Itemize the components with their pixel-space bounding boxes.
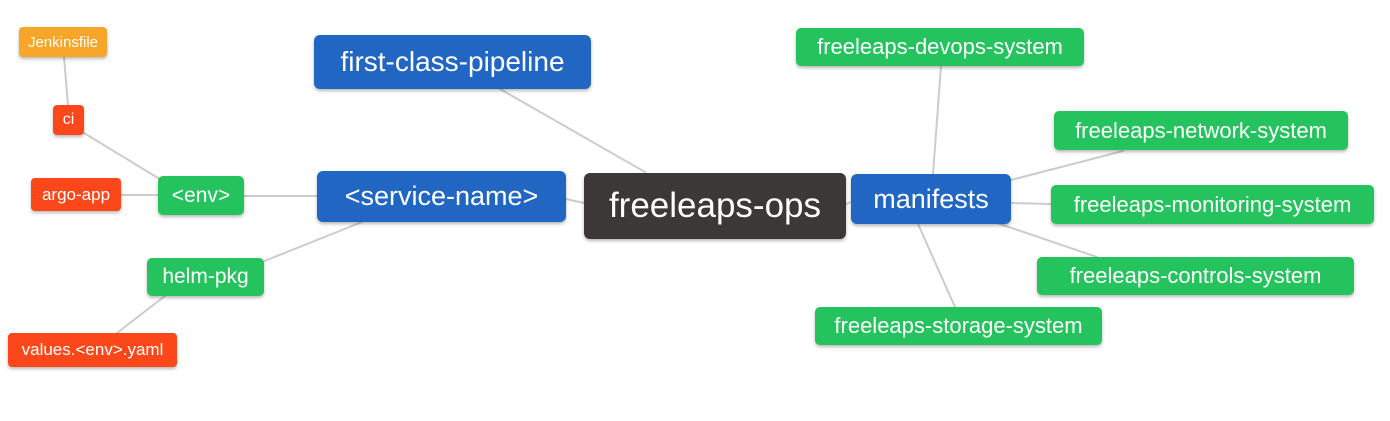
node-env[interactable]: <env> (158, 176, 244, 215)
edge-manifests-devops-system (932, 65, 942, 175)
edge-manifests-network-system (1010, 150, 1124, 181)
node-helm-pkg[interactable]: helm-pkg (147, 258, 264, 296)
edge-service-name-freeleaps-ops (565, 198, 585, 204)
node-freeleaps-controls-system[interactable]: freeleaps-controls-system (1037, 257, 1354, 295)
edge-manifests-monitoring-system (1010, 202, 1052, 205)
node-argo-app[interactable]: argo-app (31, 178, 121, 211)
node-manifests[interactable]: manifests (851, 174, 1011, 224)
node-freeleaps-devops-system[interactable]: freeleaps-devops-system (796, 28, 1084, 66)
node-freeleaps-storage-system[interactable]: freeleaps-storage-system (815, 307, 1102, 345)
node-values-env-yaml[interactable]: values.<env>.yaml (8, 333, 177, 367)
edge-manifests-controls-system (996, 222, 1098, 258)
node-service-name[interactable]: <service-name> (317, 171, 566, 222)
edge-jenkinsfile-ci (63, 56, 69, 106)
edge-helm-pkg-values (116, 295, 166, 334)
node-freeleaps-ops[interactable]: freeleaps-ops (584, 173, 846, 239)
edge-pipeline-freeleaps-ops (499, 88, 646, 173)
edge-ci-env (83, 132, 164, 182)
node-freeleaps-monitoring-system[interactable]: freeleaps-monitoring-system (1051, 185, 1374, 224)
node-jenkinsfile[interactable]: Jenkinsfile (19, 27, 107, 57)
node-ci[interactable]: ci (53, 105, 84, 135)
edge-manifests-storage-system (917, 223, 956, 308)
node-first-class-pipeline[interactable]: first-class-pipeline (314, 35, 591, 89)
edge-service-name-helm-pkg (261, 221, 363, 263)
edge-freeleaps-ops-manifests (845, 201, 852, 205)
node-freeleaps-network-system[interactable]: freeleaps-network-system (1054, 111, 1348, 150)
